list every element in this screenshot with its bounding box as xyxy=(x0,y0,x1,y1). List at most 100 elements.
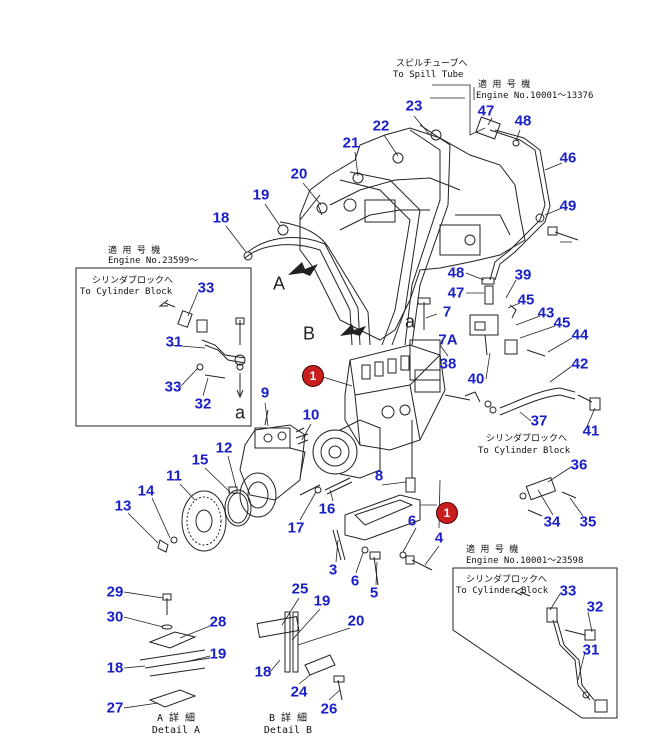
part-callout-38: 38 xyxy=(439,355,457,373)
applicable-engine-note-2-en: Engine No.23599～ xyxy=(108,256,199,266)
part-callout-17: 17 xyxy=(287,519,305,537)
view-letter-a: a xyxy=(404,311,416,332)
part-callout-33: 33 xyxy=(559,582,577,600)
part-callout-18: 18 xyxy=(254,663,272,681)
cylinder-block-note-3-jp: シリンダブロックへ xyxy=(466,575,548,585)
part-callout-46: 46 xyxy=(559,149,577,167)
part-callout-18: 18 xyxy=(212,209,230,227)
detail-a-parts xyxy=(139,593,211,708)
part-callout-39: 39 xyxy=(514,266,532,284)
part-callout-33: 33 xyxy=(164,378,182,396)
pump-bracket xyxy=(332,494,433,586)
part-callout-16: 16 xyxy=(318,500,336,518)
part-callout-44: 44 xyxy=(571,326,589,344)
gear-and-oring xyxy=(157,489,252,553)
part-callout-29: 29 xyxy=(106,583,124,601)
spill-tube-note-en: To Spill Tube xyxy=(393,70,464,80)
part-callout-6: 6 xyxy=(350,572,360,590)
part-callout-40: 40 xyxy=(467,370,485,388)
part-callout-28: 28 xyxy=(209,613,227,631)
part-callout-30: 30 xyxy=(106,608,124,626)
part-callout-47: 47 xyxy=(447,284,465,302)
cylinder-block-note-1-jp: シリンダブロックへ xyxy=(92,276,174,286)
part-callout-42: 42 xyxy=(571,355,589,373)
part-callout-19: 19 xyxy=(209,645,227,663)
air-compressor xyxy=(228,409,309,518)
part-callout-18: 18 xyxy=(106,659,124,677)
part-callout-41: 41 xyxy=(582,422,600,440)
part-callout-31: 31 xyxy=(582,641,600,659)
part-callout-25: 25 xyxy=(291,580,309,598)
part-callout-45: 45 xyxy=(553,314,571,332)
part-callout-26: 26 xyxy=(320,700,338,718)
inset-upper-left xyxy=(75,267,252,427)
part-callout-33: 33 xyxy=(197,279,215,297)
part-callout-43: 43 xyxy=(537,304,555,322)
leader-lines xyxy=(123,84,596,709)
part-callout-10: 10 xyxy=(302,406,320,424)
detail-b-caption-jp: B 詳 細 xyxy=(268,713,308,724)
part-callout-22: 22 xyxy=(372,117,390,135)
detail-b-caption-en: Detail B xyxy=(263,725,313,736)
part-callout-5: 5 xyxy=(369,584,379,602)
engine-block-outline xyxy=(299,127,526,341)
part-callout-45: 45 xyxy=(517,291,535,309)
assembly-badge-1: 1 xyxy=(436,502,458,524)
applicable-engine-note-3-en: Engine No.10001～23598 xyxy=(466,556,584,566)
part-callout-20: 20 xyxy=(347,612,365,630)
part-callout-7A: 7A xyxy=(438,331,458,349)
view-letter-A: A xyxy=(272,273,286,294)
part-callout-32: 32 xyxy=(194,395,212,413)
part-callout-27: 27 xyxy=(106,699,124,717)
part-callout-9: 9 xyxy=(260,384,270,402)
part-callout-3: 3 xyxy=(328,561,338,579)
assembly-badge-1: 1 xyxy=(302,365,324,387)
part-callout-37: 37 xyxy=(530,412,548,430)
applicable-engine-note-1-en: Engine No.10001～13376 xyxy=(476,91,594,101)
part-callout-14: 14 xyxy=(137,482,155,500)
part-callout-35: 35 xyxy=(579,513,597,531)
cylinder-block-note-3-en: To Cylinder Block xyxy=(456,586,549,596)
part-callout-4: 4 xyxy=(434,529,444,547)
applicable-engine-note-1-jp: 適 用 号 機 xyxy=(478,80,531,90)
detail-a-caption-en: Detail A xyxy=(151,725,201,736)
cylinder-block-bracket xyxy=(519,476,577,517)
cylinder-block-note-2-jp: シリンダブロックへ xyxy=(486,434,568,444)
part-callout-21: 21 xyxy=(342,134,360,152)
view-arrows xyxy=(288,262,366,336)
part-callout-31: 31 xyxy=(165,333,183,351)
part-callout-7: 7 xyxy=(442,303,452,321)
part-callout-34: 34 xyxy=(543,513,561,531)
part-callout-11: 11 xyxy=(166,467,182,485)
injection-pump xyxy=(344,277,601,451)
detail-a-caption-jp: A 詳 細 xyxy=(156,713,196,724)
view-letter-a: a xyxy=(234,402,246,423)
part-callout-23: 23 xyxy=(405,97,423,115)
inset-lower-right xyxy=(452,567,618,719)
part-callout-48: 48 xyxy=(447,264,465,282)
part-callout-19: 19 xyxy=(252,186,270,204)
view-letter-B: B xyxy=(302,323,316,344)
cylinder-block-note-1-en: To Cylinder Block xyxy=(80,287,173,297)
part-callout-13: 13 xyxy=(114,497,132,515)
part-callout-36: 36 xyxy=(570,456,588,474)
spill-tube-note-jp: スピルチューブへ xyxy=(396,59,468,69)
part-callout-20: 20 xyxy=(290,165,308,183)
cylinder-block-note-2-en: To Cylinder Block xyxy=(478,446,571,456)
part-callout-47: 47 xyxy=(477,102,495,120)
part-callout-12: 12 xyxy=(215,439,233,457)
applicable-engine-note-3-jp: 適 用 号 機 xyxy=(466,545,519,555)
part-callout-6: 6 xyxy=(407,512,417,530)
detail-b-parts xyxy=(256,611,345,701)
part-callout-32: 32 xyxy=(586,598,604,616)
part-callout-24: 24 xyxy=(290,683,308,701)
drive-coupling xyxy=(299,419,416,496)
applicable-engine-note-2-jp: 適 用 号 機 xyxy=(108,246,161,256)
part-callout-48: 48 xyxy=(514,112,532,130)
part-callout-8: 8 xyxy=(374,467,384,485)
part-callout-19: 19 xyxy=(313,592,331,610)
part-callout-49: 49 xyxy=(559,197,577,215)
injection-pipes xyxy=(243,124,451,346)
